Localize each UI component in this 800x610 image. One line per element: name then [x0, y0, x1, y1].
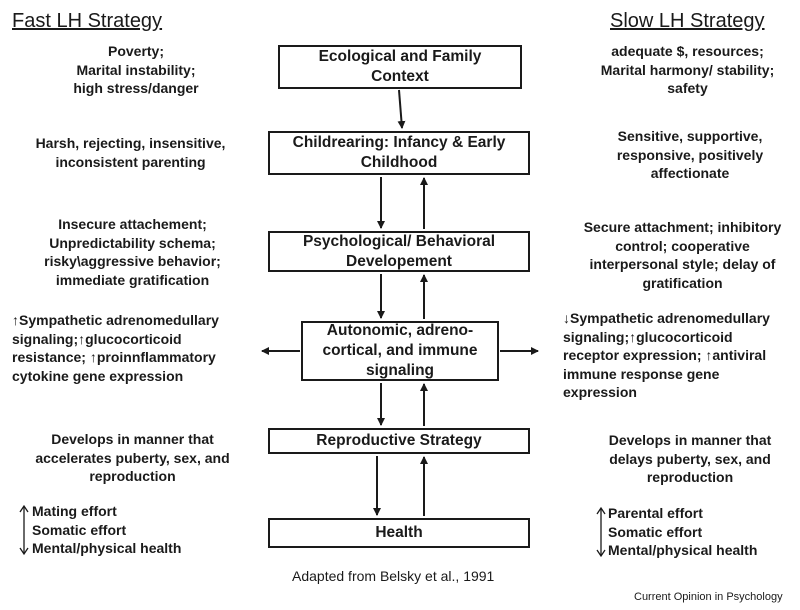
health-box: Health	[268, 518, 530, 548]
slow-reproductive-text: Develops in manner that delays puberty, …	[608, 432, 772, 485]
slow-psychological-text: Secure attachment; inhibitory control; c…	[583, 219, 782, 291]
slow-context-text: adequate $, resources; Marital harmony/ …	[600, 43, 775, 96]
fast-context-text: Poverty; Marital instability; high stres…	[73, 43, 199, 96]
source-caption: Adapted from Belsky et al., 1991	[292, 568, 495, 584]
slow-autonomic-text: ↓Sympathetic adrenomedullary signaling;↑…	[563, 310, 770, 400]
up-arrow-icon: ↑	[705, 347, 713, 363]
slow-health-updown-icon	[596, 506, 606, 558]
slow-health-text: Parental effort Somatic effort Mental/ph…	[608, 505, 758, 558]
slow-childrearing-text: Sensitive, supportive, responsive, posit…	[616, 128, 764, 181]
slow-strategy-heading: Slow LH Strategy	[610, 10, 765, 32]
reproductive-strategy-box: Reproductive Strategy	[268, 428, 530, 454]
down-arrow-icon: ↓	[563, 310, 570, 326]
fast-psychological-text: Insecure attachement; Unpredictability s…	[44, 216, 221, 288]
up-arrow-icon: ↑	[78, 330, 86, 347]
arrow-context-to-childrearing	[397, 89, 406, 129]
fast-reproductive-text: Develops in manner that accelerates pube…	[35, 431, 230, 484]
up-arrow-icon: ↑	[89, 349, 97, 365]
up-arrow-icon: ↑	[12, 312, 19, 328]
up-arrow-icon: ↑	[629, 328, 637, 345]
journal-credit: Current Opinion in Psychology	[634, 591, 783, 603]
fast-health-text: Mating effort Somatic effort Mental/phys…	[32, 503, 182, 556]
fast-autonomic-text: ↑Sympathetic adrenomedullary signaling;↑…	[12, 312, 219, 384]
fast-strategy-heading: Fast LH Strategy	[12, 10, 163, 32]
fast-health-updown-icon	[19, 504, 29, 556]
fast-childrearing-text: Harsh, rejecting, insensitive, inconsist…	[35, 135, 226, 170]
